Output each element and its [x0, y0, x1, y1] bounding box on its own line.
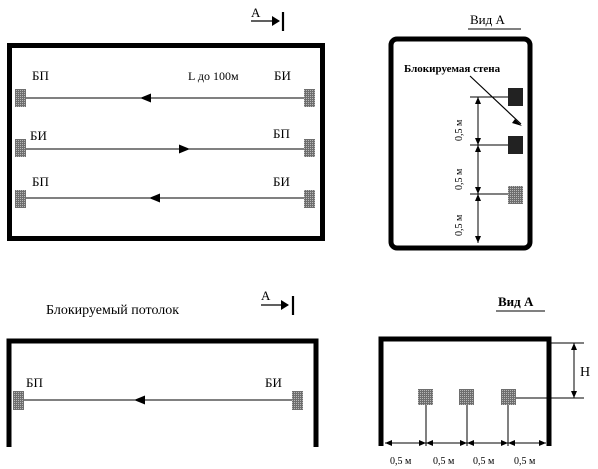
device-block — [459, 389, 474, 405]
section-marker: A — [251, 5, 285, 31]
device-block — [292, 391, 303, 410]
length-label: L до 100м — [188, 69, 239, 83]
device-block — [304, 139, 315, 157]
spacing-label: 0,5 м — [454, 214, 465, 236]
spacing-label: 0,5 м — [514, 456, 536, 467]
direction-arrow — [149, 193, 160, 203]
section-marker-label: A — [261, 288, 271, 303]
device-block — [304, 190, 315, 208]
direction-arrow — [134, 395, 145, 405]
spacing-label: 0,5 м — [433, 456, 455, 467]
left-device-label: БП — [26, 375, 43, 390]
top-right-panel: Вид А Блокируемая стена 0,5 м 0,5 м 0,5 … — [388, 12, 533, 251]
spacing-label: 0,5 м — [390, 456, 412, 467]
wall-frame — [388, 36, 533, 251]
device-block — [508, 186, 523, 204]
blocked-ceiling-title: Блокируемый потолок — [46, 303, 179, 318]
row-right-label: БИ — [274, 68, 291, 83]
top-left-panel: A L до 100м БП БИ БИ БП — [7, 5, 325, 241]
room-frame — [7, 43, 325, 241]
right-device-label: БИ — [265, 375, 282, 390]
bottom-left-panel: Блокируемый потолок A БП БИ — [6, 288, 319, 447]
row-left-label: БП — [32, 174, 49, 189]
ceiling-frame — [6, 338, 319, 447]
row-right-label: БИ — [273, 174, 290, 189]
section-marker: A — [261, 288, 295, 315]
row-right-label: БП — [273, 126, 290, 141]
height-label: H — [580, 365, 590, 380]
bottom-right-panel: Вид А H 0,5 м 0,5 м 0,5 м 0,5 м — [378, 294, 590, 467]
device-block — [418, 389, 433, 405]
device-block — [15, 89, 26, 107]
beam-row: БИ БП — [15, 126, 315, 157]
row-left-label: БП — [32, 68, 49, 83]
blocked-wall-label: Блокируемая стена — [404, 63, 501, 75]
device-block — [15, 190, 26, 208]
device-block — [501, 389, 516, 405]
device-block — [15, 139, 26, 157]
beam-row: БП БИ — [15, 174, 315, 208]
device-block — [508, 136, 523, 154]
device-block — [304, 89, 315, 107]
row-left-label: БИ — [30, 128, 47, 143]
spacing-label: 0,5 м — [454, 168, 465, 190]
device-block — [13, 391, 24, 410]
ceiling-frame — [378, 336, 552, 446]
direction-arrow — [179, 144, 190, 154]
direction-arrow — [140, 93, 151, 103]
spacing-label: 0,5 м — [454, 119, 465, 141]
spacing-label: 0,5 м — [473, 456, 495, 467]
beam-row: БП БИ — [15, 68, 315, 107]
view-a-title: Вид А — [498, 294, 534, 309]
device-block — [508, 88, 523, 106]
section-marker-label: A — [251, 5, 261, 20]
view-a-title: Вид А — [470, 12, 505, 27]
